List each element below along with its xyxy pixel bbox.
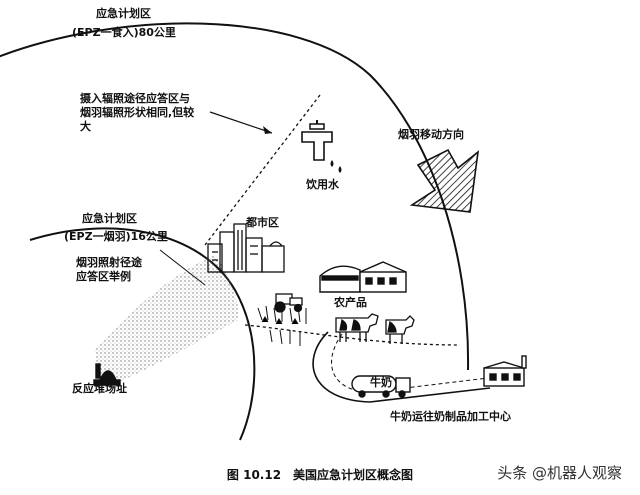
outer-epz-boundary (0, 22, 470, 371)
farm-barn-icon (319, 261, 407, 293)
reactor-icon (93, 363, 121, 386)
ingestion-plume-boundary (204, 94, 321, 246)
milk-truck-label: 牛奶 (370, 376, 392, 389)
urban-area-label: 都市区 (246, 216, 279, 229)
drinking-water-label: 饮用水 (306, 178, 339, 191)
plume-note-pointer (159, 249, 206, 286)
plume-direction-arrow-icon (409, 148, 480, 213)
figure-caption: 图 10.12 美国应急计划区概念图 (226, 468, 414, 482)
outer-zone-radius: (EPZ一食入)80公里 (72, 26, 176, 39)
city-buildings-icon (207, 223, 285, 273)
outer-zone-name: 应急计划区 (96, 7, 151, 20)
watermark: 头条 @机器人观察 (493, 462, 626, 483)
plume-note-line-2: 应答区举例 (76, 270, 131, 283)
crop-field-icon (257, 305, 307, 346)
farm-products-label: 农产品 (334, 296, 367, 309)
dairy-plant-icon (483, 355, 527, 387)
faucet-icon (301, 120, 342, 173)
reactor-site-label: 反应堆场址 (72, 382, 127, 395)
inner-zone-radius: (EPZ一烟羽)16公里 (64, 230, 168, 243)
plume-note-line-1: 烟羽照射径途 (76, 256, 142, 269)
plume-direction-label: 烟羽移动方向 (398, 128, 464, 141)
ingestion-note-line-1: 摄入辐照途径应答区与 (80, 92, 190, 105)
plume-spray (95, 255, 239, 390)
milk-route-road (312, 331, 491, 403)
milk-route-road-edge (331, 333, 489, 393)
cow-icon (385, 315, 415, 344)
ingestion-note-line-2: 烟羽辐照形状相同,但较 (80, 106, 195, 119)
ingestion-note-line-3: 大 (80, 120, 91, 133)
inner-zone-name: 应急计划区 (82, 212, 137, 225)
tractor-icon (274, 293, 303, 313)
milk-truck-icon (351, 375, 411, 398)
ingestion-note-pointer (209, 111, 273, 134)
cow-icon (335, 313, 379, 342)
milk-route-label: 牛奶运往奶制品加工中心 (390, 410, 511, 423)
